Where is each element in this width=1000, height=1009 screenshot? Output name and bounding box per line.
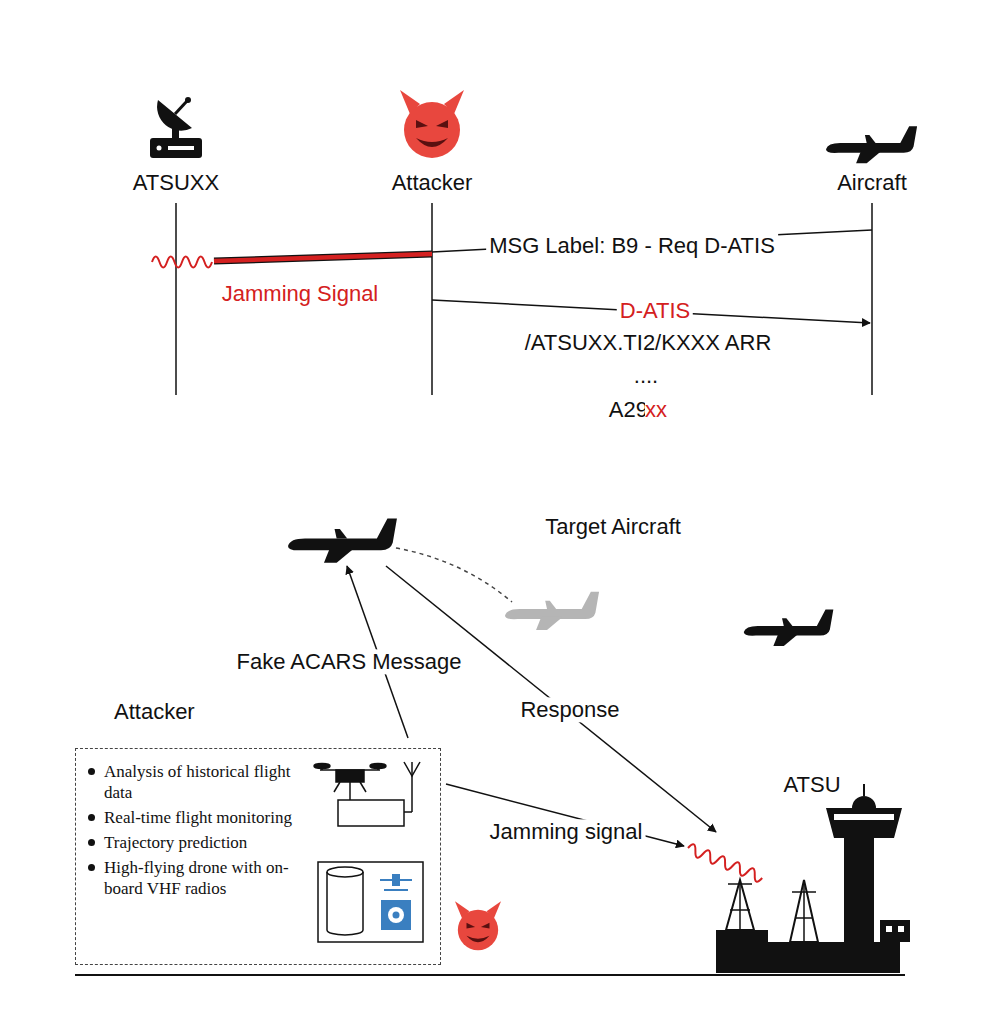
text-label: ATSU [780,772,843,797]
text-label: MSG Label: B9 - Req D-ATIS [486,233,778,258]
text-label: Jamming Signal [219,281,382,306]
attacker-devil-icon [400,90,464,158]
bullet-item: Trajectory prediction [86,832,294,853]
text-label: Response [517,697,622,722]
text-label: Attacker [389,170,476,195]
text-label: xx [645,397,670,422]
text-label: Aircraft [834,170,910,195]
aircraft-icon [826,126,917,163]
box-heading: Attacker [114,699,195,724]
text-label: Target Aircraft [542,514,684,539]
bullet-item: Real-time flight monitoring [86,807,294,828]
database-panel-icon [318,862,423,942]
atsu-tower-icon [716,784,910,973]
text-label: /ATSUXX.TI2/KXXX ARR [522,330,775,355]
attacker-box: AttackerAnalysis of historical flight da… [75,748,441,965]
attack-arrows [347,566,716,846]
lifelines [176,203,872,395]
jamming-wave [686,843,764,883]
text-label: Fake ACARS Message [234,649,465,674]
attacker-devil-icon [455,901,501,950]
satellite-dish-icon [150,97,202,158]
text-label: .... [631,363,661,388]
text-label: ATSUXX [130,170,222,195]
text-label: D-ATIS [617,298,693,323]
text-label: Jamming signal [487,819,646,844]
ground-line [75,974,905,976]
bullet-item: Analysis of historical flight data [86,761,294,803]
text-label: A29 [606,397,648,422]
bullet-item: High-flying drone with on-board VHF radi… [86,857,294,899]
sequence-messages [152,230,872,323]
bullet-list: Analysis of historical flight dataReal-t… [86,761,294,903]
drone-icon [314,762,420,826]
